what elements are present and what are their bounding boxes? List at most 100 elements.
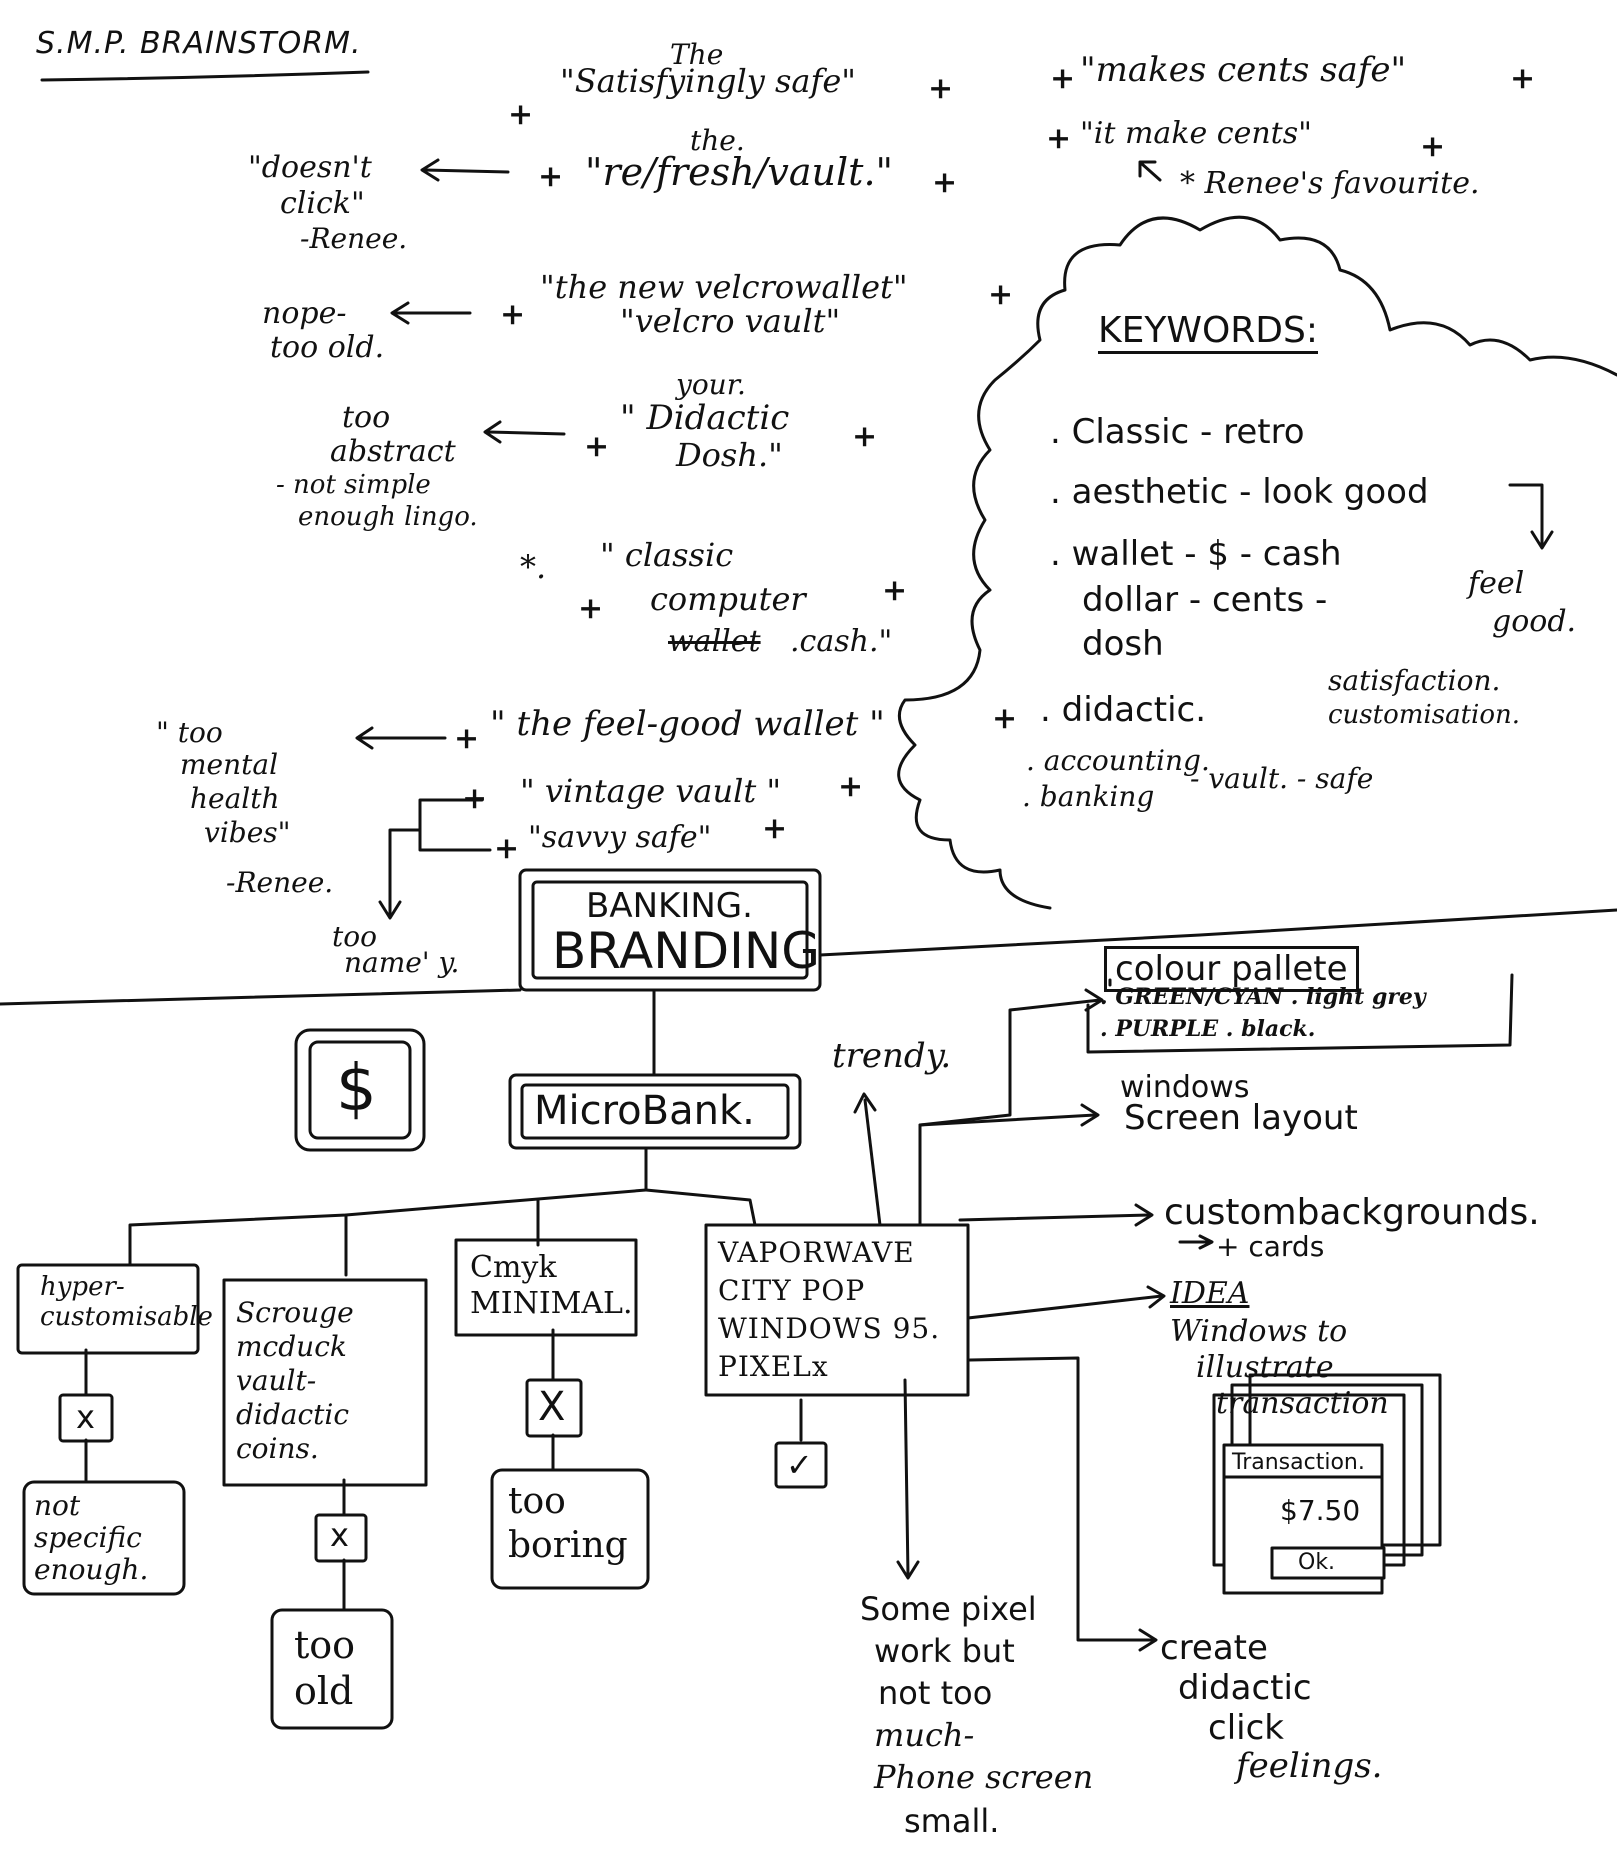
- feedback-classic-star: *.: [520, 548, 547, 586]
- note-didactic-1: create: [1160, 1628, 1268, 1668]
- microbank-outer: [508, 1073, 802, 1150]
- dollar-icon-outer: [294, 1028, 426, 1152]
- feedback-mental-2: mental: [180, 748, 279, 781]
- svg-text:+: +: [882, 573, 907, 608]
- svg-text:+: +: [584, 429, 609, 464]
- note-custom-backgrounds: custombackgrounds.: [1164, 1192, 1540, 1233]
- option-box-vaporwave: [704, 1223, 970, 1397]
- transaction-ok-button: [1270, 1546, 1386, 1580]
- feedback-abstract-4: enough lingo.: [298, 502, 478, 532]
- horizon-line-left: [0, 988, 522, 1006]
- verdict-box-cmyk: [490, 1468, 650, 1590]
- note-pixel-2: work but: [874, 1632, 1015, 1670]
- transaction-amount: $7.50: [1280, 1494, 1361, 1527]
- svg-text:+: +: [578, 591, 603, 626]
- verdict-scrooge: too old: [294, 1623, 356, 1713]
- transaction-title: Transaction.: [1232, 1450, 1365, 1475]
- name-vintage: " vintage vault ": [520, 772, 782, 810]
- svg-text:+: +: [932, 165, 957, 200]
- option-box-hyper: [16, 1263, 200, 1355]
- cmyk-x-mark-box: [525, 1378, 583, 1438]
- keyword-satisfaction: satisfaction.: [1328, 664, 1501, 697]
- hyper-x-mark: x: [76, 1398, 95, 1436]
- svg-text:+: +: [1420, 129, 1445, 164]
- keyword-feel-good-1: feel: [1468, 566, 1525, 601]
- option-box-cmyk: [454, 1238, 638, 1337]
- note-idea-1: Windows to: [1170, 1314, 1348, 1349]
- verdict-hyper: not specific enough.: [34, 1489, 149, 1586]
- feedback-doesnt-click-3: -Renee.: [300, 222, 408, 255]
- note-didactic-2: didactic: [1178, 1668, 1312, 1708]
- branch-line: [128, 1146, 648, 1267]
- svg-text:+: +: [992, 701, 1017, 736]
- name-savvy: "savvy safe": [528, 820, 712, 855]
- verdict-cmyk: too boring: [508, 1481, 628, 1566]
- note-pixel-6: small.: [904, 1802, 1000, 1840]
- branding-label: BRANDING: [552, 922, 821, 980]
- option-scrooge-label: Scrouge mcduck vault- didactic coins.: [236, 1296, 354, 1465]
- transaction-ok-label: Ok.: [1298, 1550, 1336, 1575]
- svg-text:+: +: [1046, 121, 1071, 156]
- svg-text:+: +: [454, 721, 479, 756]
- note-didactic-4: feelings.: [1236, 1746, 1383, 1786]
- keyword-customisation: customisation.: [1328, 700, 1520, 730]
- svg-text:+: +: [494, 831, 519, 866]
- page-title: S.M.P. BRAINSTORM.: [36, 26, 362, 61]
- feedback-namey-2: name' y.: [344, 946, 460, 979]
- option-cmyk-label: Cmyk MINIMAL.: [470, 1250, 633, 1321]
- dollar-icon: $: [336, 1052, 377, 1126]
- renee-favourite-note: * Renee's favourite.: [1180, 166, 1480, 201]
- keyword-banking: . banking: [1022, 780, 1155, 813]
- keyword-aesthetic: . aesthetic - look good: [1050, 472, 1429, 512]
- horizon-line-right: [818, 908, 1617, 957]
- name-classic-line2: computer: [650, 580, 806, 618]
- vaporwave-check-mark: ✓: [786, 1446, 813, 1484]
- verdict-box-hyper: [22, 1480, 186, 1596]
- scrooge-x-mark-box: [314, 1513, 368, 1563]
- feedback-mental-1: " too: [156, 716, 223, 749]
- banking-label: BANKING.: [586, 886, 753, 926]
- note-didactic-3: click: [1208, 1708, 1284, 1748]
- hyper-x-mark-box: [58, 1393, 114, 1443]
- name-classic-line3-struck: wallet: [668, 624, 761, 659]
- name-makes-cents-safe: "makes cents safe": [1080, 50, 1407, 90]
- note-pixel-3: not too: [878, 1674, 993, 1712]
- microbank-label: MicroBank.: [534, 1088, 755, 1134]
- name-feelgood: " the feel-good wallet ": [490, 704, 885, 744]
- svg-text:+: +: [928, 71, 953, 106]
- colour-pallete-heading: colour pallete: [1104, 946, 1359, 992]
- keyword-vault-safe: - vault. - safe: [1190, 762, 1374, 795]
- feedback-abstract-2: abstract: [330, 434, 456, 469]
- keywords-heading: KEYWORDS:: [1098, 310, 1318, 354]
- keyword-didactic: . didactic.: [1040, 690, 1207, 730]
- svg-text:+: +: [762, 811, 787, 846]
- feedback-abstract-3: - not simple: [276, 470, 431, 500]
- title-underline: [40, 70, 370, 82]
- feedback-mental-5: -Renee.: [226, 866, 334, 899]
- name-refresh-line2: "re/fresh/vault.": [585, 150, 894, 194]
- scrooge-x-mark: x: [330, 1516, 349, 1554]
- keyword-feel-good-2: good.: [1492, 604, 1577, 639]
- name-didactic-line1: your.: [676, 368, 746, 401]
- colour-list-1: . GREEN/CYAN . light grey: [1100, 984, 1426, 1010]
- note-pixel-1: Some pixel: [860, 1590, 1037, 1628]
- feedback-doesnt-click-2: click": [280, 186, 365, 221]
- feedback-doesnt-click-1: "doesn't: [248, 150, 372, 185]
- name-satisfying-line2: "Satisfyingly safe": [560, 62, 856, 100]
- keyword-dosh: dosh: [1082, 624, 1164, 664]
- keyword-dollar: dollar - cents -: [1082, 580, 1328, 620]
- banking-branding-outer: [518, 868, 822, 992]
- name-it-make-cents: "it make cents": [1080, 116, 1312, 151]
- svg-text:+: +: [538, 159, 563, 194]
- feedback-mental-4: vibes": [204, 816, 291, 849]
- note-windows-layout-2: Screen layout: [1124, 1098, 1358, 1138]
- option-vaporwave-label: VAPORWAVE CITY POP WINDOWS 95. PIXELx: [718, 1236, 941, 1383]
- name-velcro-line2: "velcro vault": [620, 302, 841, 340]
- name-didactic-line2: " Didactic: [620, 398, 790, 438]
- feedback-namey-1: too: [332, 920, 377, 953]
- note-idea-3: transaction: [1216, 1386, 1389, 1421]
- svg-text:+: +: [462, 781, 487, 816]
- note-windows-layout-1: windows: [1120, 1070, 1250, 1105]
- name-didactic-line3: Dosh.": [676, 436, 783, 474]
